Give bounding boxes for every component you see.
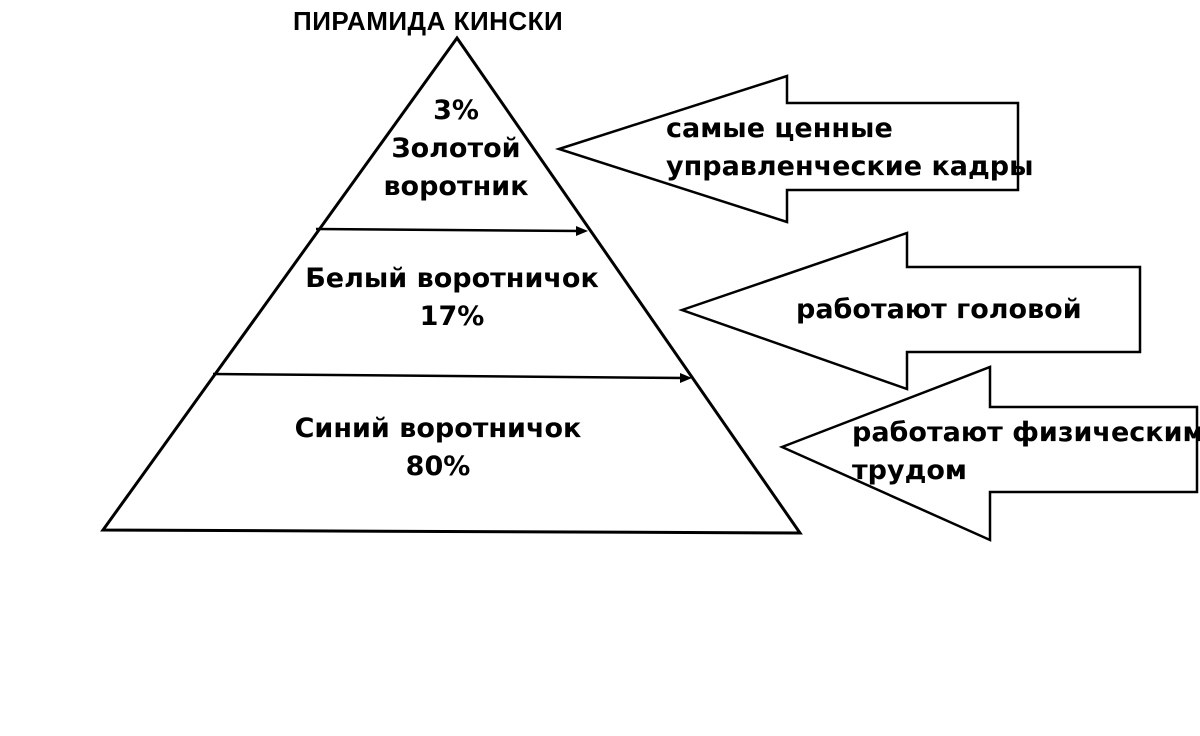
arrow-top — [554, 74, 1020, 224]
diagram-title: ПИРАМИДА КИНСКИ — [293, 6, 564, 36]
level-bottom-percent: 80% — [405, 451, 471, 482]
divider-top-arrowhead — [576, 226, 588, 236]
arrow-bottom-line2: трудом — [852, 455, 968, 486]
level-top-name-1: Золотой — [391, 133, 521, 164]
level-middle-percent: 17% — [419, 301, 485, 332]
arrow-bottom — [778, 365, 1199, 542]
arrow-bottom-line1: работают физическим — [852, 417, 1200, 448]
arrow-middle-label: работают головой — [796, 291, 1082, 329]
level-bottom-label: Синий воротничок 80% — [295, 410, 582, 486]
arrow-middle-line1: работают головой — [796, 294, 1082, 325]
arrow-top-label: самые ценные управленческие кадры — [666, 110, 1034, 186]
level-bottom-name: Синий воротничок — [294, 413, 582, 444]
divider-bottom — [212, 372, 687, 380]
level-middle-label: Белый воротничок 17% — [305, 260, 599, 336]
level-top-name-2: воротник — [383, 171, 529, 202]
divider-bottom-arrowhead — [680, 373, 692, 383]
arrow-top-line1: самые ценные — [666, 113, 893, 144]
arrow-bottom-label: работают физическим трудом — [852, 414, 1200, 490]
pyramid-outline — [100, 35, 803, 535]
divider-top — [315, 227, 584, 233]
level-top-label: 3% Золотой воротник — [383, 92, 528, 206]
arrow-middle — [678, 231, 1142, 391]
level-top-percent: 3% — [433, 95, 479, 126]
arrow-top-line2: управленческие кадры — [666, 151, 1034, 182]
level-middle-name: Белый воротничок — [305, 263, 599, 294]
